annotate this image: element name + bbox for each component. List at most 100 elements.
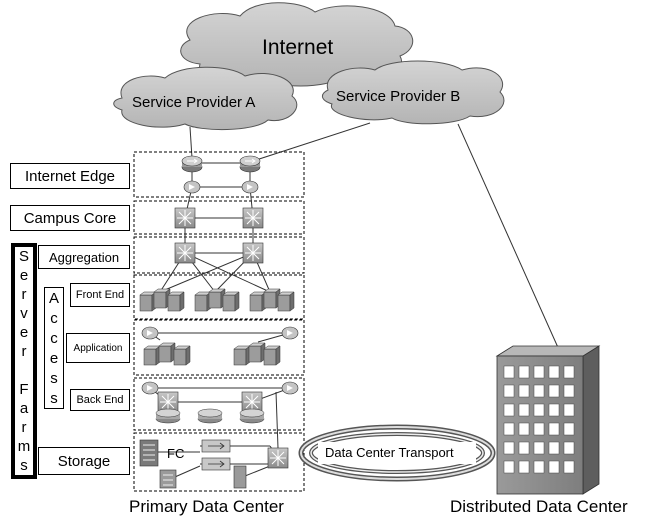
server-icon xyxy=(158,342,176,363)
window-icon xyxy=(563,441,575,455)
aggregation-label: Aggregation xyxy=(38,245,130,269)
window-icon xyxy=(563,365,575,379)
database-icon xyxy=(155,408,181,424)
server-farms-letter: m xyxy=(17,438,31,455)
distributed-data-center-label: Distributed Data Center xyxy=(450,497,628,516)
aggregation-layer xyxy=(133,236,305,274)
window-icon xyxy=(563,422,575,436)
multilayer-switch-icon xyxy=(242,207,264,229)
service-provider-a-cloud xyxy=(113,66,298,131)
access-letter: s xyxy=(50,369,58,387)
server-icon xyxy=(153,288,171,309)
window-icon xyxy=(533,441,545,455)
router-icon xyxy=(181,155,203,173)
internet-edge-label: Internet Edge xyxy=(10,163,130,189)
server-icon xyxy=(143,345,161,366)
server-farms-letter: s xyxy=(20,457,28,474)
window-icon xyxy=(563,384,575,398)
server-farms-letter xyxy=(22,363,26,378)
server-icon xyxy=(248,342,266,363)
storage-array-icon xyxy=(139,439,159,467)
window-icon xyxy=(518,422,530,436)
window-icon xyxy=(503,441,515,455)
data-center-transport-label: Data Center Transport xyxy=(325,445,454,460)
campus-core-label: Campus Core xyxy=(10,205,130,231)
window-icon xyxy=(503,460,515,474)
firewall-icon xyxy=(241,180,259,194)
window-icon xyxy=(503,365,515,379)
disk-array-icon xyxy=(233,465,247,489)
server-icon xyxy=(222,291,240,312)
window-icon xyxy=(533,422,545,436)
multilayer-switch-icon xyxy=(267,447,289,469)
window-icon xyxy=(548,365,560,379)
application-label: Application xyxy=(66,333,130,363)
internet-label: Internet xyxy=(262,36,334,59)
window-icon xyxy=(548,460,560,474)
multilayer-switch-icon xyxy=(174,242,196,264)
server-icon xyxy=(139,291,157,312)
back-end-label: Back End xyxy=(70,389,130,411)
access-letter: A xyxy=(48,289,59,307)
service-provider-b-cloud xyxy=(322,60,505,125)
window-icon xyxy=(533,365,545,379)
window-icon xyxy=(518,441,530,455)
access-letter: e xyxy=(49,349,59,367)
transport-ring xyxy=(298,424,496,482)
server-icon xyxy=(194,291,212,312)
window-icon xyxy=(503,403,515,417)
server-farms-letter: F xyxy=(19,381,29,398)
service-provider-b-label: Service Provider B xyxy=(336,88,461,105)
window-icon xyxy=(548,403,560,417)
server-icon xyxy=(208,288,226,309)
window-icon xyxy=(548,441,560,455)
window-icon xyxy=(503,422,515,436)
front-end-servers xyxy=(139,288,295,312)
server-icon xyxy=(277,291,295,312)
load-balancer-icon xyxy=(141,326,159,340)
building-icon xyxy=(495,345,601,495)
server-farms-letter: S xyxy=(18,248,29,265)
database-icon xyxy=(197,408,223,424)
window-icon xyxy=(518,384,530,398)
load-balancer-icon xyxy=(281,381,299,395)
fc-label: FC xyxy=(167,446,185,461)
front-end-layer xyxy=(133,274,305,320)
access-letter: c xyxy=(50,309,58,327)
storage-label: Storage xyxy=(38,447,130,475)
server-farms-letter: r xyxy=(21,343,27,360)
load-balancer-icon xyxy=(281,326,299,340)
server-farms-letter: r xyxy=(21,419,27,436)
server-farms-letter: a xyxy=(19,400,29,417)
server-icon xyxy=(233,345,251,366)
front-end-label: Front End xyxy=(70,283,130,307)
firewall-icon xyxy=(183,180,201,194)
server-icon xyxy=(263,345,281,366)
window-icon xyxy=(518,365,530,379)
database-icon xyxy=(239,408,265,424)
campus-core-layer xyxy=(133,200,305,235)
back-end-layer xyxy=(133,377,305,431)
window-icon xyxy=(503,384,515,398)
storage-devices xyxy=(139,439,289,489)
access-letter: c xyxy=(50,329,58,347)
server-icon xyxy=(167,291,185,312)
server-icon xyxy=(173,345,191,366)
application-layer xyxy=(133,319,305,376)
server-icon xyxy=(263,288,281,309)
window-icon xyxy=(533,460,545,474)
load-balancer-icon xyxy=(141,381,159,395)
window-icon xyxy=(533,384,545,398)
server-farms-letter: e xyxy=(19,267,29,284)
access-letter: s xyxy=(50,389,58,407)
window-icon xyxy=(548,422,560,436)
wan-links xyxy=(189,122,561,353)
window-icon xyxy=(518,460,530,474)
multilayer-switch-icon xyxy=(242,242,264,264)
primary-data-center-label: Primary Data Center xyxy=(129,497,284,516)
server-farms-letter: e xyxy=(19,324,29,341)
router-icon xyxy=(239,155,261,173)
